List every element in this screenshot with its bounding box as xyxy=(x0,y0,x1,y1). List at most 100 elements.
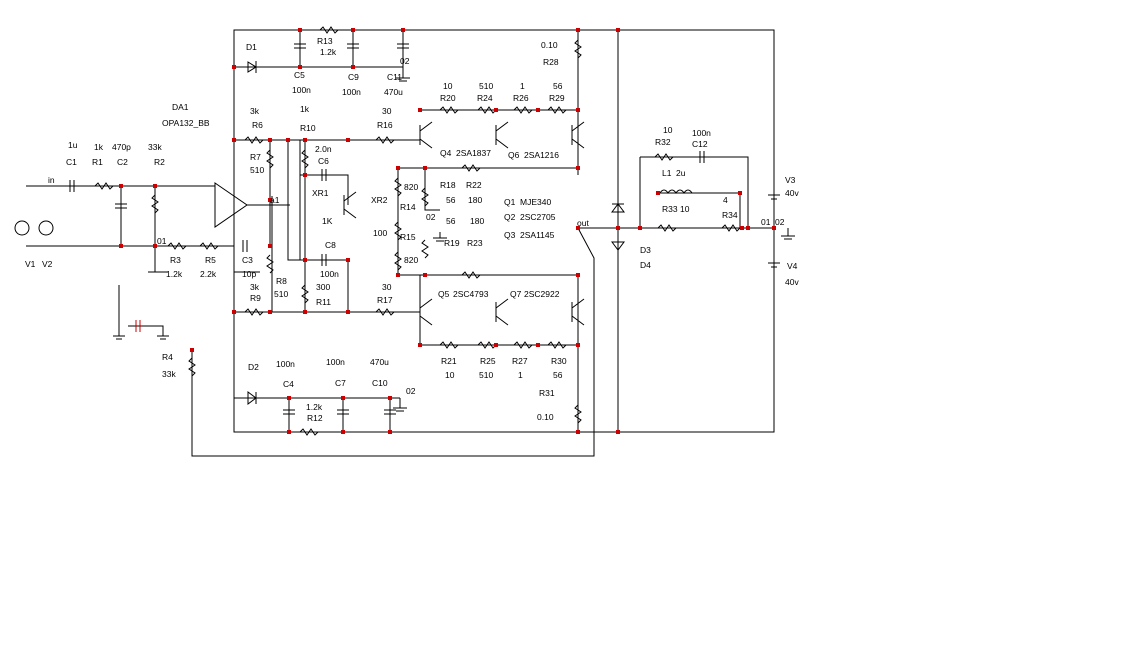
label-R29: R29 xyxy=(549,93,565,103)
label-Q1-value: MJE340 xyxy=(520,197,551,207)
resistor-R32 xyxy=(654,153,674,161)
label-R28: R28 xyxy=(543,57,559,67)
capacitor-C7 xyxy=(337,409,349,415)
resistor-R11 xyxy=(301,284,309,304)
diode-D1 xyxy=(247,61,257,73)
resistor-R22 xyxy=(461,164,481,172)
label-R27-value: 1 xyxy=(518,370,523,380)
label-R30: R30 xyxy=(551,356,567,366)
label-R3-value: 1.2k xyxy=(166,269,183,279)
label-D4: D4 xyxy=(640,260,651,270)
inductor-L1 xyxy=(659,189,693,194)
label-R10: R10 xyxy=(300,123,316,133)
label-res-820b: 820 xyxy=(404,255,418,265)
resistor-R20 xyxy=(439,106,459,114)
diode-D3 xyxy=(611,203,625,213)
transistor-Q-bot-out xyxy=(571,298,585,326)
label-R22: R22 xyxy=(466,180,482,190)
label-R33-value: 10 xyxy=(680,204,690,214)
label-D3: D3 xyxy=(640,245,651,255)
resistor-R34 xyxy=(721,224,741,232)
label-R10-value: 1k xyxy=(300,104,310,114)
label-XR2: XR2 xyxy=(371,195,388,205)
capacitor-C6 xyxy=(321,169,327,181)
label-R31-value: 0.10 xyxy=(537,412,554,422)
label-Q3-value: 2SA1145 xyxy=(520,230,555,240)
label-Q5: Q5 xyxy=(438,289,450,299)
label-DA1-value: OPA132_BB xyxy=(162,118,210,128)
capacitor-C5 xyxy=(294,43,306,49)
battery-V3 xyxy=(768,194,780,200)
label-R8-value: 510 xyxy=(274,289,288,299)
resistor-R15 xyxy=(421,239,429,259)
transistor-Q-top-out xyxy=(571,121,585,149)
label-res-820a: 820 xyxy=(404,182,418,192)
resistor-R16 xyxy=(375,136,395,144)
label-C11-value: 470u xyxy=(384,87,403,97)
label-R31: R31 xyxy=(539,388,555,398)
label-R25: R25 xyxy=(480,356,496,366)
label-C3-value: 10p xyxy=(242,269,256,279)
resistor-R5 xyxy=(199,242,219,250)
label-C11: C11 xyxy=(387,72,402,82)
label-R30-value: 56 xyxy=(553,370,563,380)
label-R17: R17 xyxy=(377,295,393,305)
label-out: out xyxy=(577,218,589,228)
resistor-820b xyxy=(394,251,402,271)
resistor-R29 xyxy=(547,106,567,114)
label-C12: C12 xyxy=(692,139,708,149)
label-Q7-value: 2SC2922 xyxy=(524,289,560,299)
label-R14: R14 xyxy=(400,202,416,212)
label-R5-value: 2.2k xyxy=(200,269,217,279)
label-V2: V2 xyxy=(42,259,53,269)
resistor-R23 xyxy=(461,271,481,279)
capacitor-C2 xyxy=(115,203,127,209)
label-Q6: Q6 xyxy=(508,150,520,160)
transistor-Q4 xyxy=(419,121,433,149)
label-R16: R16 xyxy=(377,120,393,130)
label-R26: R26 xyxy=(513,93,529,103)
label-Q6-value: 2SA1216 xyxy=(524,150,559,160)
label-V3: V3 xyxy=(785,175,796,185)
label-R18-value: 56 xyxy=(446,195,456,205)
label-R7-value: 510 xyxy=(250,165,264,175)
label-R32: R32 xyxy=(655,137,671,147)
label-L1-value: 2u xyxy=(676,168,686,178)
label-R12-value: 1.2k xyxy=(306,402,323,412)
components xyxy=(14,26,795,436)
label-R34: R34 xyxy=(722,210,738,220)
label-Q4-value: 2SA1837 xyxy=(456,148,491,158)
label-C6-value: 2.0n xyxy=(315,144,332,154)
junctions xyxy=(119,28,776,434)
label-C3: C3 xyxy=(242,255,253,265)
label-R27: R27 xyxy=(512,356,528,366)
ground-out xyxy=(781,228,795,240)
label-V4: V4 xyxy=(787,261,798,271)
label-ground-top: 02 xyxy=(400,56,410,66)
resistor-R27 xyxy=(513,341,533,349)
label-ground-out: 02 xyxy=(775,217,785,227)
label-R24-value: 510 xyxy=(479,81,493,91)
resistor-R12 xyxy=(299,428,319,436)
label-R25-value: 510 xyxy=(479,370,493,380)
label-R28-value: 0.10 xyxy=(541,40,558,50)
opamp-symbol xyxy=(214,182,248,228)
label-Q7: Q7 xyxy=(510,289,522,299)
label-R20-value: 10 xyxy=(443,81,453,91)
label-R11: R11 xyxy=(316,297,331,307)
label-C8: C8 xyxy=(325,240,336,250)
label-R34-value: 4 xyxy=(723,195,728,205)
label-V3-value: 40v xyxy=(785,188,799,198)
label-node01: 01 xyxy=(157,236,167,246)
labels: D1 C5 100n R13 1.2k C9 100n C11 470u 02 … xyxy=(25,36,799,423)
label-XR1: XR1 xyxy=(312,188,329,198)
label-R17-value: 30 xyxy=(382,282,392,292)
label-Q1: Q1 xyxy=(504,197,516,207)
resistor-R33 xyxy=(657,224,677,232)
ground-stray-1 xyxy=(113,330,125,340)
label-C10-value: 470u xyxy=(370,357,389,367)
label-R23-value: 180 xyxy=(470,216,484,226)
label-R26-value: 1 xyxy=(520,81,525,91)
resistor-R30 xyxy=(547,341,567,349)
capacitor-stray xyxy=(135,320,141,332)
